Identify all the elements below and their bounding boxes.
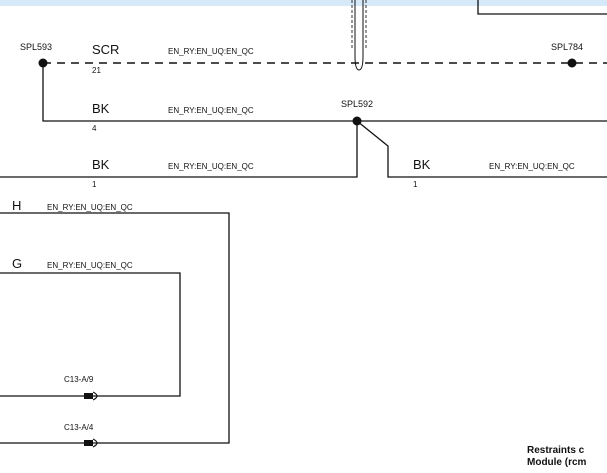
wire-option-code: EN_RY:EN_UQ:EN_QC bbox=[168, 106, 254, 115]
wire-bk-4 bbox=[42, 63, 607, 122]
wire-circuit-number: 1 bbox=[413, 180, 418, 189]
wire-color-label: BK bbox=[92, 101, 110, 116]
wire-option-code: EN_RY:EN_UQ:EN_QC bbox=[47, 261, 133, 270]
connector-c13-a4-mate bbox=[92, 438, 98, 448]
wire-color-label: BK bbox=[413, 157, 431, 172]
splice-node-spl784 bbox=[567, 58, 577, 68]
connector-label-c13-a4: C13-A/4 bbox=[64, 423, 94, 432]
pin-label-g: G bbox=[12, 256, 23, 271]
module-label-line2: Module (rcm bbox=[527, 457, 587, 468]
splice-label-spl784: SPL784 bbox=[551, 42, 584, 52]
top-highlight-band bbox=[0, 0, 607, 6]
wire-circuit-number: 4 bbox=[92, 124, 97, 133]
connector-label-c13-a9: C13-A/9 bbox=[64, 375, 94, 384]
wire-circuit-number: 21 bbox=[92, 66, 101, 75]
wire-bk-1-left bbox=[0, 121, 358, 178]
wire-option-code: EN_RY:EN_UQ:EN_QC bbox=[489, 162, 575, 171]
wire-option-code: EN_RY:EN_UQ:EN_QC bbox=[168, 162, 254, 171]
module-label-line1: Restraints c bbox=[527, 445, 585, 456]
splice-label-spl592: SPL592 bbox=[341, 99, 374, 109]
splice-label-spl593: SPL593 bbox=[20, 42, 53, 52]
pin-label-h: H bbox=[12, 198, 22, 213]
connector-c13-a9-body bbox=[84, 393, 93, 399]
wire-color-label: SCR bbox=[92, 42, 120, 57]
wire-circuit-number: 1 bbox=[92, 180, 97, 189]
upper-box-outline bbox=[477, 0, 607, 15]
connector-c13-a9-mate bbox=[92, 391, 98, 401]
wire-bk-1-right bbox=[356, 120, 607, 178]
wire-color-label: BK bbox=[92, 157, 110, 172]
wire-option-code: EN_RY:EN_UQ:EN_QC bbox=[47, 203, 133, 212]
wire-h-loop bbox=[0, 212, 230, 444]
connector-c13-a4-body bbox=[84, 440, 93, 446]
wire-option-code: EN_RY:EN_UQ:EN_QC bbox=[168, 47, 254, 56]
